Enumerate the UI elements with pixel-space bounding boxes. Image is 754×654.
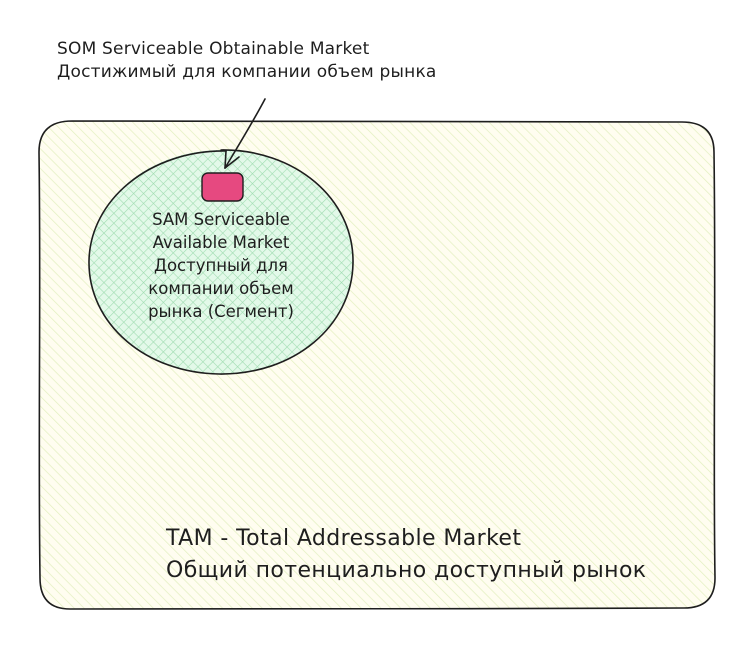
sam-label-line-5: рынка (Сегмент) bbox=[148, 302, 294, 321]
som-arrow bbox=[224, 98, 266, 169]
sam-ellipse bbox=[88, 149, 354, 375]
tam-label-line-2: Общий потенциально доступный рынок bbox=[166, 558, 647, 583]
tam-label: TAM - Total Addressable Market Общий пот… bbox=[166, 523, 647, 587]
sam-label-line-3: Доступный для bbox=[154, 256, 288, 275]
sam-label-line-2: Available Market bbox=[152, 233, 290, 252]
sam-label-line-1: SAM Serviceable bbox=[152, 210, 290, 229]
tam-label-line-1: TAM - Total Addressable Market bbox=[166, 526, 522, 551]
som-label-line-2: Достижимый для компании объем рынка bbox=[57, 62, 437, 82]
som-label-line-1: SOM Serviceable Obtainable Market bbox=[57, 39, 370, 59]
som-square bbox=[201, 172, 244, 202]
sam-label: SAM Serviceable Available Market Доступн… bbox=[108, 208, 334, 323]
som-label: SOM Serviceable Obtainable Market Достиж… bbox=[57, 38, 437, 84]
sam-label-line-4: компании объем bbox=[148, 279, 294, 298]
